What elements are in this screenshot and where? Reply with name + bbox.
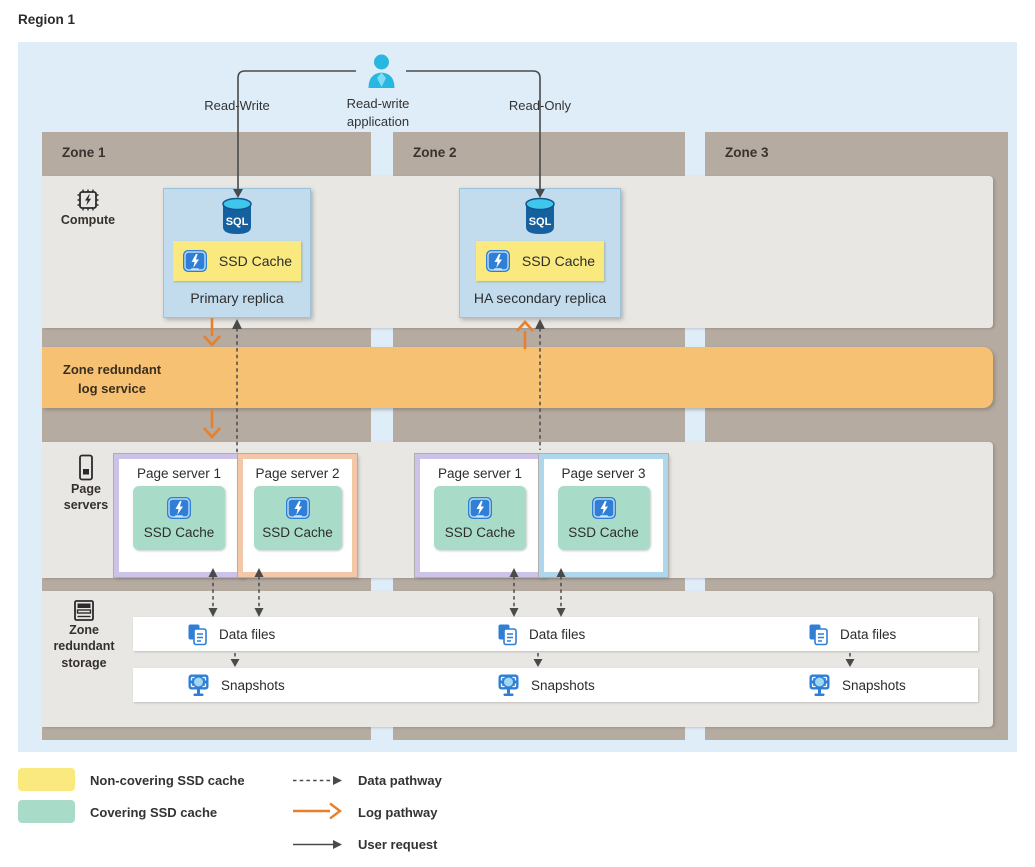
- ssd-disk-icon: [467, 496, 493, 520]
- covering-ssd-cache: SSD Cache: [133, 486, 225, 550]
- legend-covering-label: Covering SSD cache: [90, 805, 218, 820]
- secondary-ssd-cache: SSD Cache: [476, 241, 604, 281]
- orange-arrow-icon: [292, 802, 344, 820]
- snapshots-label: Snapshots: [842, 677, 906, 693]
- ssd-cache-label: SSD Cache: [143, 525, 215, 540]
- legend: Non-covering SSD cache Covering SSD cach…: [18, 764, 1017, 860]
- page-server-title: Page server 2: [255, 466, 340, 481]
- zone1-snapshots: Snapshots: [187, 673, 285, 697]
- ssd-disk-icon: [166, 496, 192, 520]
- storage-strip: [42, 591, 993, 727]
- ha-secondary-replica-label: HA secondary replica: [473, 290, 607, 306]
- ssd-cache-label: SSD Cache: [262, 525, 333, 540]
- page-server-title: Page server 1: [136, 466, 222, 481]
- covering-ssd-cache: SSD Cache: [434, 486, 526, 550]
- zone1-data-files: Data files: [187, 623, 275, 646]
- ssd-cache-label: SSD Cache: [568, 525, 639, 540]
- secondary-ssd-cache-label: SSD Cache: [521, 253, 596, 269]
- application-user-icon: [367, 54, 396, 89]
- snapshots-label: Snapshots: [531, 677, 595, 693]
- read-write-label: Read-Write: [204, 98, 270, 113]
- ssd-disk-icon: [485, 249, 511, 273]
- zone3-snapshots: Snapshots: [808, 673, 906, 697]
- data-files-bar: [133, 617, 978, 651]
- storage-row-label-group: Zone redundant storage: [50, 599, 118, 671]
- primary-ssd-cache-label: SSD Cache: [218, 253, 293, 269]
- ssd-disk-icon: [182, 249, 208, 273]
- snapshots-label: Snapshots: [221, 677, 285, 693]
- ssd-disk-icon: [285, 496, 311, 520]
- zone2-data-files: Data files: [497, 623, 585, 646]
- data-files-icon: [187, 623, 208, 646]
- data-files-icon: [808, 623, 829, 646]
- svg-text:SQL: SQL: [529, 216, 552, 228]
- zone-3-title: Zone 3: [725, 145, 769, 160]
- snapshots-icon: [187, 673, 210, 697]
- legend-noncovering-swatch: [18, 768, 75, 791]
- data-files-label: Data files: [840, 627, 897, 642]
- ha-secondary-replica-box: SQL SSD Cache HA secondary replica: [459, 188, 621, 318]
- dashed-arrow-icon: [292, 774, 344, 787]
- legend-log-pathway-label: Log pathway: [358, 805, 438, 820]
- covering-ssd-cache: SSD Cache: [557, 486, 650, 550]
- data-files-label: Data files: [219, 627, 276, 642]
- server-tower-icon: [54, 454, 118, 481]
- primary-ssd-cache: SSD Cache: [173, 241, 301, 281]
- application-label: Read-write application: [346, 96, 410, 129]
- storage-stack-icon: [50, 599, 118, 622]
- log-service-label: Zone redundant log service: [62, 362, 162, 396]
- zone3-data-files: Data files: [808, 623, 896, 646]
- storage-row-label: Zone redundant storage: [53, 623, 115, 670]
- ssd-cache-label: SSD Cache: [444, 525, 516, 540]
- covering-ssd-cache: SSD Cache: [253, 486, 342, 550]
- zone2-snapshots: Snapshots: [497, 673, 595, 697]
- zone2-page-server-3-box: Page server 3 SSD Cache: [538, 453, 669, 578]
- log-service-band: [42, 347, 993, 408]
- read-only-label: Read-Only: [508, 98, 572, 113]
- legend-covering-swatch: [18, 800, 75, 823]
- compute-chip-icon: [56, 188, 120, 212]
- zone1-page-server-2-box: Page server 2 SSD Cache: [237, 453, 358, 578]
- primary-replica-label: Primary replica: [190, 290, 284, 306]
- sql-database-icon: SQL: [522, 196, 558, 236]
- zone2-page-server-1-box: Page server 1 SSD Cache: [414, 453, 546, 578]
- page-servers-row-label-group: Page servers: [54, 454, 118, 514]
- page-servers-row-label: Page servers: [63, 482, 109, 513]
- compute-row-label: Compute: [60, 213, 116, 227]
- zone-2-title: Zone 2: [413, 145, 457, 160]
- legend-data-pathway-label: Data pathway: [358, 773, 442, 788]
- snapshots-bar: [133, 668, 978, 702]
- data-files-label: Data files: [529, 627, 586, 642]
- primary-replica-box: SQL SSD Cache Primary replica: [163, 188, 311, 318]
- snapshots-icon: [497, 673, 520, 697]
- zone-1-title: Zone 1: [62, 145, 106, 160]
- snapshots-icon: [808, 673, 831, 697]
- page-server-title: Page server 1: [437, 466, 523, 481]
- sql-database-icon: SQL: [219, 196, 255, 236]
- ssd-disk-icon: [591, 496, 617, 520]
- zone1-page-server-1-box: Page server 1 SSD Cache: [113, 453, 245, 578]
- svg-text:SQL: SQL: [226, 216, 249, 228]
- legend-noncovering-label: Non-covering SSD cache: [90, 773, 245, 788]
- solid-arrow-icon: [292, 838, 344, 851]
- legend-user-request-label: User request: [358, 837, 438, 852]
- page-server-title: Page server 3: [561, 466, 646, 481]
- compute-row-label-group: Compute: [56, 188, 120, 228]
- data-files-icon: [497, 623, 518, 646]
- region-title: Region 1: [18, 12, 76, 27]
